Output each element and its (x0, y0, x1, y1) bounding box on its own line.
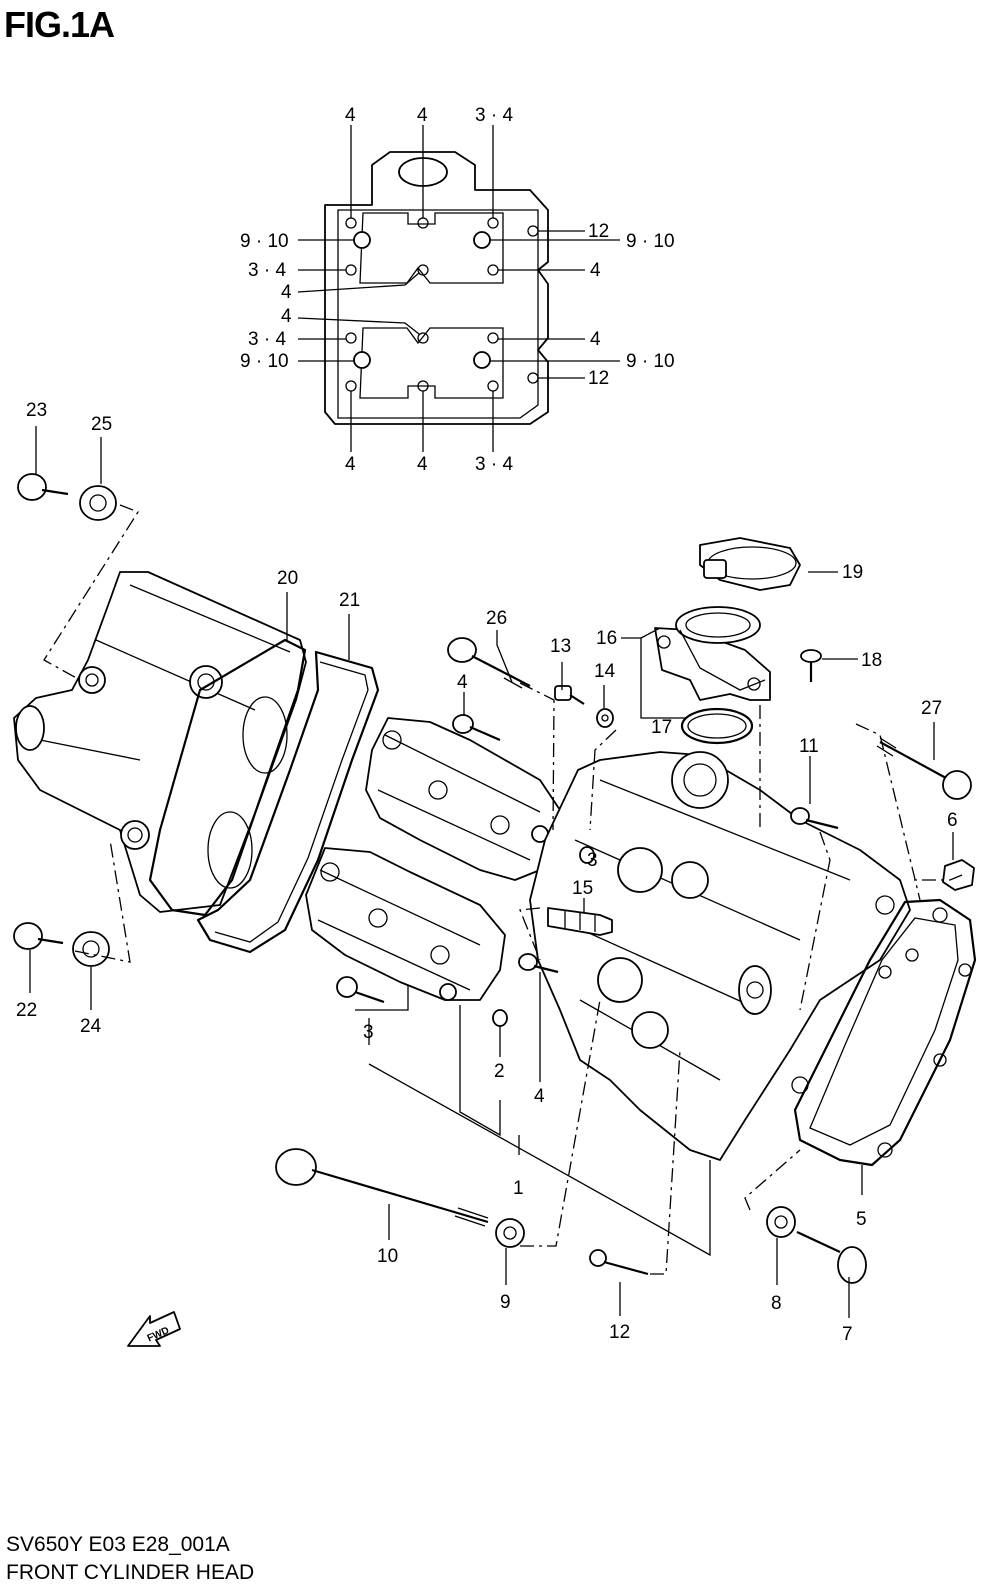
callout-21: 21 (339, 590, 360, 611)
bolt-27 (876, 737, 972, 800)
bolt-10 (275, 1148, 489, 1227)
cylinder-head-1 (529, 751, 911, 1161)
washer-9 (495, 1218, 525, 1248)
callout-6: 6 (947, 810, 958, 831)
washer-8 (766, 1206, 796, 1238)
model-code-label: SV650Y E03 E28_001A (6, 1533, 230, 1556)
cylinder-head-cover-20 (13, 571, 307, 917)
callout-3-upper: 3 (587, 850, 598, 871)
inset-label-right-12-b: 12 (588, 368, 609, 389)
bolt-4-upper (452, 714, 501, 742)
callout-20: 20 (277, 568, 298, 589)
callout-23: 23 (26, 400, 47, 421)
inset-label-left-4-a: 4 (281, 282, 292, 303)
cylinder-head-gasket-5 (793, 898, 977, 1167)
bolt-4-lower (518, 953, 559, 974)
inset-label-right-910-b: 9 · 10 (626, 351, 675, 372)
seal-25 (79, 485, 117, 521)
washer-14 (596, 708, 614, 728)
inset-label-left-34-b: 3 · 4 (248, 329, 286, 350)
inset-label-right-12-a: 12 (588, 221, 609, 242)
inset-label-right-4-a: 4 (590, 260, 601, 281)
callout-25: 25 (91, 414, 112, 435)
inset-label-top-c: 3 · 4 (475, 105, 513, 126)
screw-18 (800, 649, 822, 682)
dowel-2 (492, 1009, 508, 1027)
dowel-6 (942, 859, 975, 891)
callout-27: 27 (921, 698, 942, 719)
callout-11: 11 (799, 736, 819, 757)
plug-7 (796, 1231, 867, 1284)
inset-label-bottom-a: 4 (345, 454, 356, 475)
diagram-name-label: FRONT CYLINDER HEAD (6, 1561, 255, 1584)
inset-label-left-34-a: 3 · 4 (248, 260, 286, 281)
inset-label-left-910-b: 9 · 10 (240, 351, 289, 372)
callout-4-upper: 4 (457, 672, 468, 693)
inset-label-left-910-a: 9 · 10 (240, 231, 289, 252)
bolt-23 (17, 473, 69, 501)
inset-label-right-4-b: 4 (590, 329, 601, 350)
callout-leaders (29, 426, 954, 1318)
callout-3: 3 (363, 1022, 374, 1043)
callout-14: 14 (594, 661, 616, 682)
forward-arrow-icon: FWD (127, 1311, 181, 1347)
callout-7: 7 (842, 1324, 853, 1345)
figure-title: FIG.1A (4, 4, 115, 45)
inset-label-right-910-a: 9 · 10 (626, 231, 675, 252)
inset-leader-lines (297, 125, 620, 452)
head-cover-gasket-21 (196, 650, 380, 954)
spark-plug-15 (547, 907, 613, 936)
inset-label-top-a: 4 (345, 105, 356, 126)
callout-5: 5 (856, 1209, 867, 1230)
bolt-26 (447, 637, 531, 689)
bolt-22 (13, 922, 64, 950)
callout-1: 1 (513, 1178, 524, 1199)
camshaft-housing-lower (305, 847, 506, 1001)
bolt-11 (790, 807, 839, 830)
callout-2: 2 (494, 1061, 505, 1082)
callout-13: 13 (550, 636, 571, 657)
callout-4-lower: 4 (534, 1086, 545, 1107)
callout-9: 9 (500, 1292, 511, 1313)
intake-pipe-16 (654, 606, 771, 701)
intake-oring-17 (680, 707, 754, 745)
callout-8: 8 (771, 1293, 782, 1314)
head-bolt-plan-inset: 4 4 3 · 4 9 · 10 3 · 4 4 4 3 · 4 9 · 10 … (240, 105, 675, 475)
callout-24: 24 (80, 1016, 102, 1037)
inset-label-top-b: 4 (417, 105, 428, 126)
inset-label-bottom-c: 3 · 4 (475, 454, 513, 475)
bolt-12 (589, 1249, 649, 1276)
callout-22: 22 (16, 1000, 37, 1021)
bolt-3-head (579, 846, 595, 864)
bolt-3 (336, 976, 385, 1004)
camshaft-housing-upper (365, 717, 561, 881)
callout-26: 26 (486, 608, 507, 629)
callout-17: 17 (651, 717, 672, 738)
callout-12: 12 (609, 1322, 630, 1343)
inset-label-bottom-b: 4 (417, 454, 428, 475)
inset-bolt-holes (345, 217, 539, 392)
callout-18: 18 (861, 650, 882, 671)
seal-24 (72, 931, 110, 967)
callout-10: 10 (377, 1246, 398, 1267)
callout-19: 19 (842, 562, 863, 583)
inset-label-left-4-b: 4 (281, 306, 292, 327)
callout-16: 16 (596, 628, 617, 649)
assembly-lines (43, 504, 963, 1275)
bolt-13 (554, 685, 585, 705)
callout-15: 15 (572, 878, 593, 899)
intake-clamp-19 (699, 537, 801, 591)
